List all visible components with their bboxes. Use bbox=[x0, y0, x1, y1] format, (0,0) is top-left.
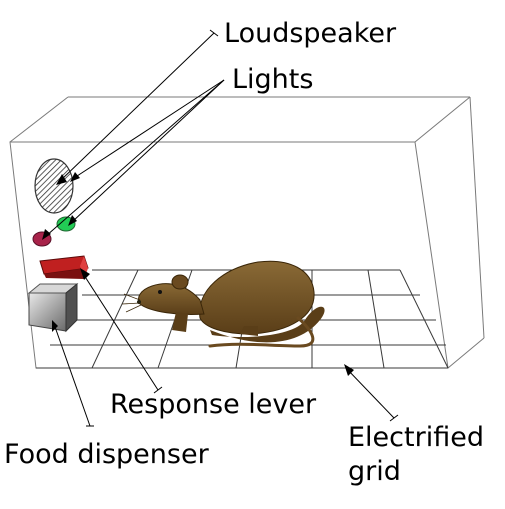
electrified-grid-label-line1: Electrified bbox=[348, 422, 484, 453]
rat-icon bbox=[121, 260, 325, 348]
food-dispenser-icon bbox=[27, 282, 79, 333]
response-lever-icon bbox=[39, 255, 89, 279]
electrified-grid-label-line2: grid bbox=[348, 456, 401, 487]
loudspeaker-icon bbox=[34, 158, 74, 214]
arrowheads bbox=[42, 172, 354, 376]
response-lever-label: Response lever bbox=[110, 389, 317, 420]
food-dispenser-label: Food dispenser bbox=[4, 439, 210, 470]
lights-label: Lights bbox=[232, 64, 313, 95]
leader-lines bbox=[45, 29, 399, 427]
loudspeaker-label: Loudspeaker bbox=[224, 18, 397, 49]
